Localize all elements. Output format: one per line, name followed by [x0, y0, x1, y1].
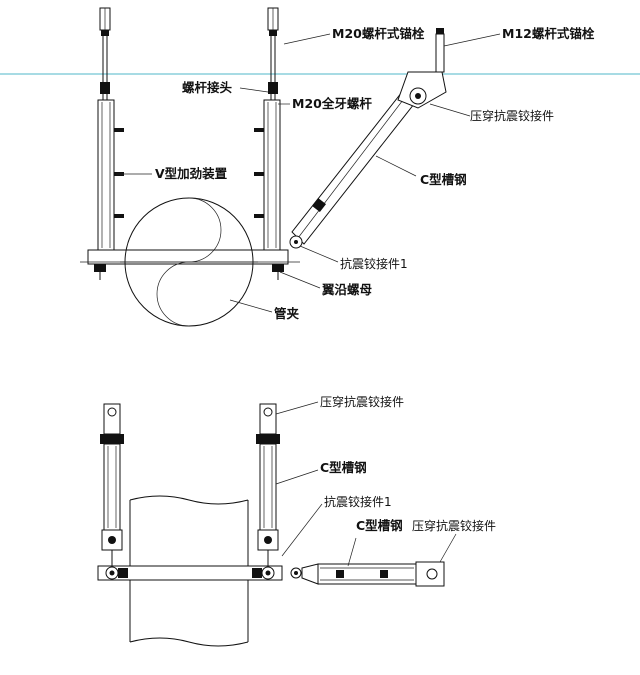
diagonal-c-channel	[291, 91, 415, 245]
label-m20-anchor: M20螺杆式锚栓	[332, 26, 425, 41]
label-m20-full-rod: M20全牙螺杆	[292, 96, 372, 111]
left-anchor-rod	[99, 7, 111, 100]
side-left-hanger	[100, 403, 124, 566]
label-side-pressthrough-hinge-2: 压穿抗震铰接件	[412, 518, 496, 533]
label-side-hinge-1: 抗震铰接件1	[324, 494, 392, 509]
side-elevation-view: 压穿抗震铰接件 C型槽钢 抗震铰接件1 C型槽钢 压穿抗震铰接件	[97, 394, 496, 647]
label-m12-anchor: M12螺杆式锚栓	[502, 26, 595, 41]
label-side-pressthrough-hinge: 压穿抗震铰接件	[320, 394, 404, 409]
label-side-c-channel-horizontal: C型槽钢	[356, 518, 403, 533]
label-pipe-clamp: 管夹	[274, 306, 300, 321]
pipe-cross-section	[120, 197, 258, 327]
left-v-stiffener	[97, 99, 124, 251]
label-v-stiffener: V型加劲装置	[155, 166, 228, 181]
label-pressthrough-hinge: 压穿抗震铰接件	[470, 108, 554, 123]
label-rod-coupler: 螺杆接头	[182, 80, 233, 95]
side-pipe-body	[129, 495, 249, 647]
label-side-c-channel: C型槽钢	[320, 460, 367, 475]
label-c-channel: C型槽钢	[420, 172, 467, 187]
top-pressthrough-hinge	[397, 28, 447, 109]
right-anchor-rod	[267, 7, 279, 100]
top-elevation-view: M20螺杆式锚栓 M12螺杆式锚栓 螺杆接头 M20全牙螺杆 压穿抗震铰接件 V…	[0, 7, 640, 327]
side-right-hanger	[256, 403, 280, 566]
side-horizontal-c-channel	[290, 561, 445, 587]
lower-hinge-1	[289, 235, 303, 249]
pipe-clamp-base	[80, 249, 300, 280]
right-v-stiffener	[254, 99, 281, 251]
label-hinge-1: 抗震铰接件1	[340, 256, 408, 271]
top-leader-lines	[116, 33, 501, 313]
side-clamp-bar	[97, 565, 283, 581]
side-leader-lines	[275, 401, 457, 567]
label-flange-nut: 翼沿螺母	[321, 282, 373, 297]
